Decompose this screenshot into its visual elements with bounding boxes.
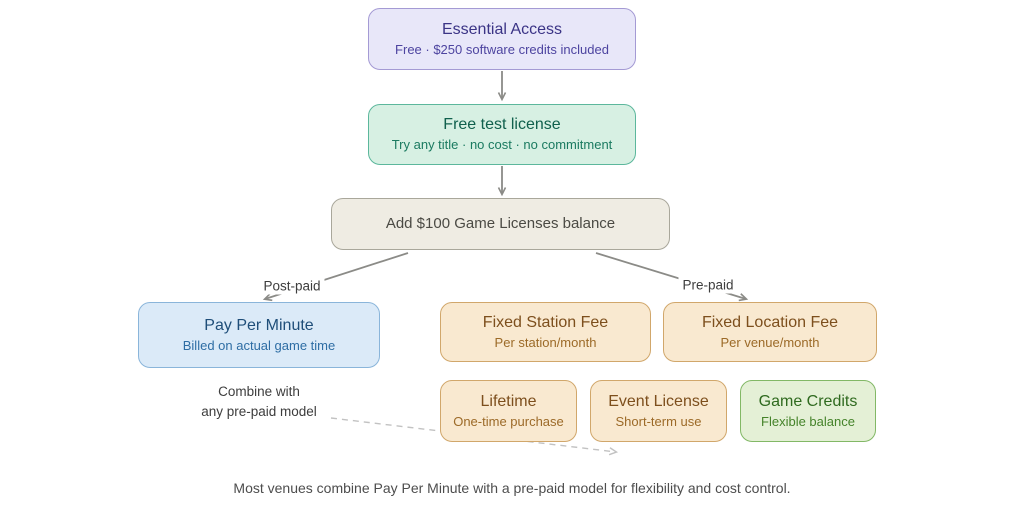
diagram-caption: Most venues combine Pay Per Minute with … [233, 480, 791, 496]
node-subtitle: Billed on actual game time [182, 337, 336, 353]
node-fixed-location-fee: Fixed Location Fee Per venue/month [663, 302, 877, 362]
node-event-license: Event License Short-term use [590, 380, 727, 442]
edge-label-pre-paid: Pre-paid [678, 276, 738, 294]
node-title: Lifetime [480, 392, 537, 410]
node-subtitle: Short-term use [615, 413, 702, 429]
node-subtitle: Per station/month [494, 334, 597, 350]
node-subtitle: One-time purchase [453, 413, 564, 429]
node-subtitle: Free · $250 software credits included [395, 41, 609, 57]
node-game-credits: Game Credits Flexible balance [740, 380, 876, 442]
node-subtitle: Try any title · no cost · no commitment [391, 137, 613, 153]
combine-note: Combine with any pre-paid model [201, 382, 317, 423]
node-free-test-license: Free test license Try any title · no cos… [368, 104, 636, 165]
combine-note-line2: any pre-paid model [201, 404, 317, 420]
node-title: Free test license [443, 116, 561, 134]
node-essential-access: Essential Access Free · $250 software cr… [368, 8, 636, 70]
node-title: Game Credits [758, 392, 858, 410]
node-add-balance: Add $100 Game Licenses balance [331, 198, 670, 250]
node-subtitle: Flexible balance [761, 413, 855, 429]
node-title: Add $100 Game Licenses balance [385, 214, 616, 232]
node-pay-per-minute: Pay Per Minute Billed on actual game tim… [138, 302, 380, 368]
node-title: Fixed Location Fee [701, 313, 839, 331]
node-fixed-station-fee: Fixed Station Fee Per station/month [440, 302, 651, 362]
edge-label-post-paid: Post-paid [259, 277, 325, 295]
node-lifetime: Lifetime One-time purchase [440, 380, 577, 442]
node-title: Event License [608, 392, 709, 410]
combine-note-line1: Combine with [218, 384, 300, 399]
node-title: Essential Access [441, 20, 563, 38]
node-subtitle: Per venue/month [720, 334, 820, 350]
node-title: Fixed Station Fee [482, 313, 609, 331]
node-title: Pay Per Minute [204, 316, 314, 334]
